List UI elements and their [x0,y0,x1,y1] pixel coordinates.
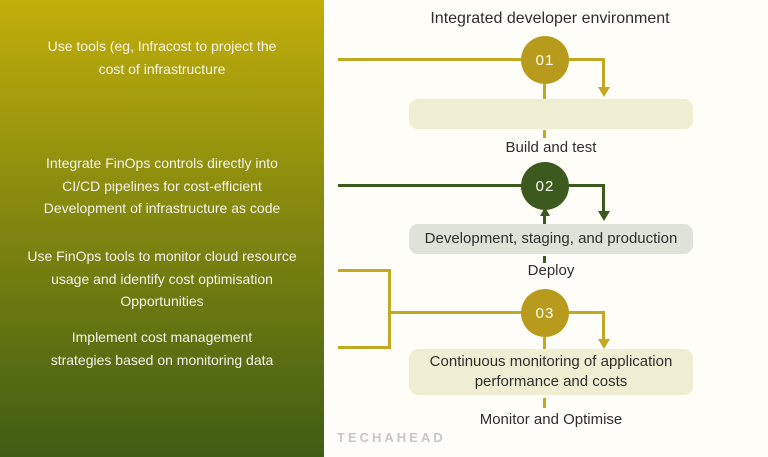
connector-dash [543,398,546,408]
connector-dash [543,256,546,263]
note-cost-strategies: Implement cost management strategies bas… [0,326,324,371]
arrowhead-down-icon [598,87,610,97]
step-box-monitoring: Continuous monitoring of application per… [409,349,693,395]
connector-line [543,214,546,224]
connector-line [602,58,605,88]
note-line: Development of infrastructure as code [43,200,281,216]
connector-line [389,311,605,314]
techahead-logo: TECHAHEAD [337,430,446,445]
connector-line [543,84,546,100]
step-circle-01: 01 [521,36,569,84]
connector-line [338,58,605,61]
arrowhead-down-icon [598,211,610,221]
connector-line [338,269,391,272]
connector-line [543,337,546,349]
caption-deploy: Deploy [527,262,575,279]
connector-line [388,269,391,349]
note-finops-cicd: Integrate FinOps controls directly into … [0,152,324,220]
note-line: Integrate FinOps controls directly into [46,155,278,171]
box-line: performance and costs [474,373,628,390]
caption-build-and-test: Build and test [505,139,597,156]
connector-line [602,184,605,212]
note-monitor-usage: Use FinOps tools to monitor cloud resour… [0,245,324,313]
note-line: Implement cost management [71,329,253,345]
box-line: Continuous monitoring of application [429,353,673,370]
connector-dash [543,130,546,138]
arrowhead-up-icon [540,207,550,216]
note-line: strategies based on monitoring data [50,351,274,368]
step-box-dev-staging-prod: Development, staging, and production [409,224,693,254]
flow-title: Integrated developer environment [430,10,670,27]
note-line: Opportunities [120,293,204,309]
note-line: cost of infrastructure [98,60,226,77]
caption-monitor-optimise: Monitor and Optimise [479,411,623,428]
note-project-costs: Use tools (eg, Infracost to project the … [0,35,324,80]
left-notes-panel: Use tools (eg, Infracost to project the … [0,0,324,457]
note-line: usage and identify cost optimisation [51,270,273,287]
arrowhead-down-icon [598,339,610,349]
connector-line [338,346,391,349]
step-circle-03: 03 [521,289,569,337]
step-circle-02: 02 [521,162,569,210]
connector-line [338,184,605,187]
note-line: Use FinOps tools to monitor cloud resour… [27,248,297,264]
connector-line [602,311,605,341]
note-line: CI/CD pipelines for cost-efficient [62,177,262,194]
step-box-ide [409,99,693,129]
note-line: Use tools (eg, Infracost to project the [47,38,277,54]
